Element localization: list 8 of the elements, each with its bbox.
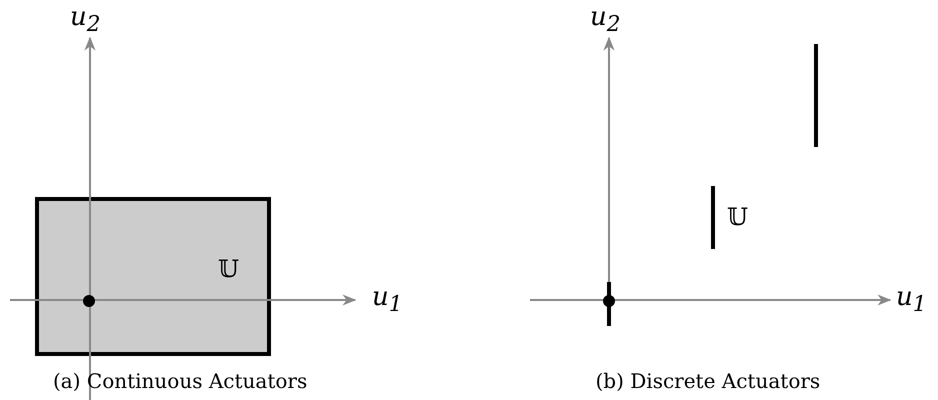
caption: (b) Discrete Actuators [596,371,820,391]
set-symbol: 𝕌 [218,257,239,281]
set-symbol: 𝕌 [727,205,748,229]
axis-label: u$_{2}$ [590,4,621,36]
caption: (a) Continuous Actuators [53,371,308,391]
axis-label: u$_{2}$ [70,4,101,36]
axis-label: u$_{1}$ [896,284,927,316]
axis-label: u$_{1}$ [372,284,403,316]
